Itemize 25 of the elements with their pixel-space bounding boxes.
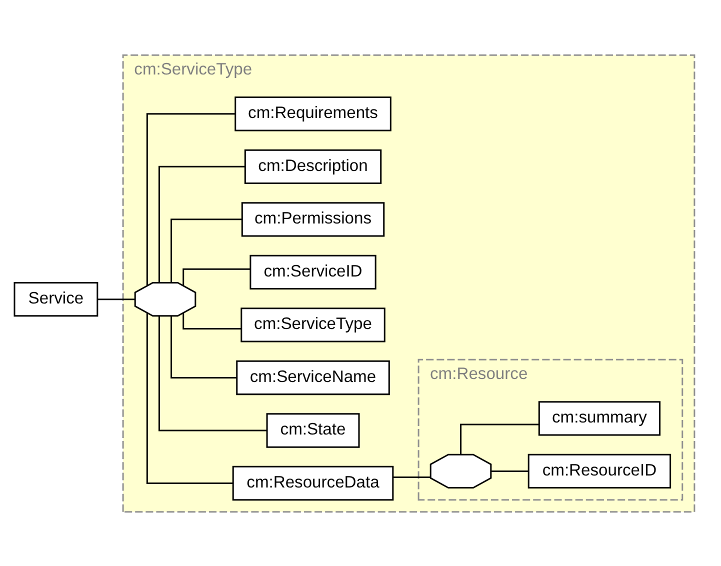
connector (98, 298, 135, 300)
connector (392, 476, 430, 478)
node-box: cm:ResourceID (528, 453, 672, 488)
node-box: cm:Requirements (234, 96, 392, 131)
connector (492, 470, 528, 472)
node-box: cm:summary (538, 400, 661, 436)
node-box: cm:Permissions (241, 202, 385, 236)
connector (146, 112, 235, 285)
connector (182, 312, 242, 329)
connector (182, 268, 250, 286)
node-box: cm:Description (244, 148, 382, 184)
node-box: cm:ResourceData (232, 465, 394, 500)
connector (158, 315, 267, 431)
connector (170, 218, 242, 282)
node-box: cm:ServiceName (236, 360, 390, 395)
node-box: cm:ServiceID (250, 254, 376, 290)
connector (146, 312, 233, 484)
node-octagon (430, 453, 492, 488)
connector (170, 315, 237, 378)
node-box: cm:State (266, 412, 360, 448)
node-box: cm:ServiceType (240, 307, 386, 342)
connector (460, 423, 540, 454)
connector (158, 165, 246, 282)
node-box: Service (14, 282, 98, 316)
node-octagon (134, 282, 196, 316)
